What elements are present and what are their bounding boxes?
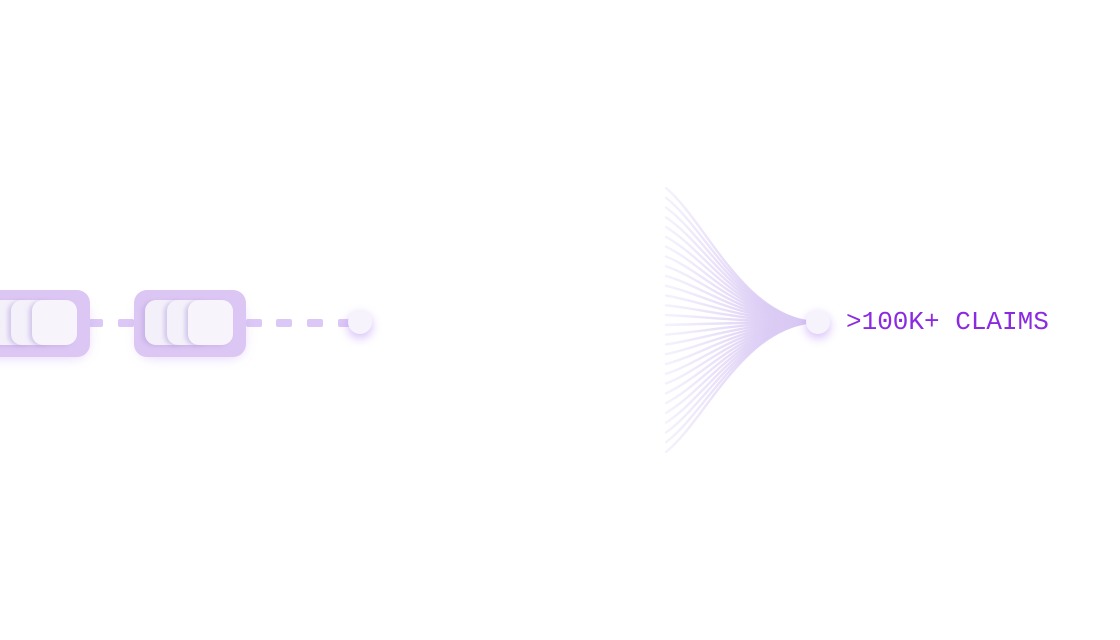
fan-line (664, 320, 814, 454)
card-stack-group (0, 290, 90, 358)
node-core (348, 310, 372, 334)
converge-node-icon (806, 310, 830, 338)
card-stack-group (134, 290, 246, 358)
node-core (806, 310, 830, 334)
dashed-connector (89, 319, 350, 327)
converging-lines (664, 186, 814, 454)
card (32, 300, 77, 345)
dash (246, 319, 262, 327)
dash (118, 319, 134, 327)
claims-count-label: >100K+ CLAIMS (846, 307, 1049, 337)
terminal-node-icon (348, 310, 372, 338)
card (188, 300, 233, 345)
dash (307, 319, 323, 327)
dash (89, 319, 103, 327)
dash (276, 319, 292, 327)
card-stack-icon (145, 300, 233, 345)
card-stack-icon (0, 300, 77, 345)
fan-line (664, 186, 814, 324)
dash (338, 319, 350, 327)
